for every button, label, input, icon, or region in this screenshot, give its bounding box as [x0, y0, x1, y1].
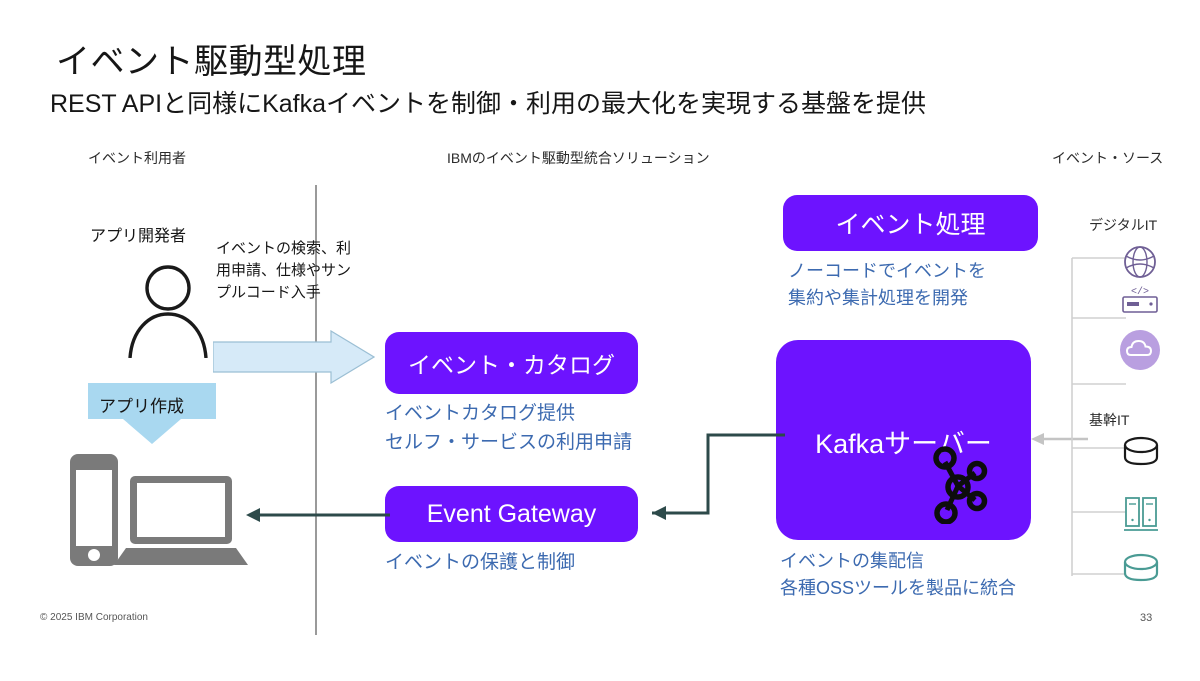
event-gateway-caption-line1: イベントの保護と制御 — [385, 552, 576, 573]
event-processing-label: イベント処理 — [835, 211, 986, 239]
connector-kafka-to-gateway — [652, 433, 785, 520]
event-catalog-label: イベント・カタログ — [408, 352, 615, 378]
event-catalog-caption: イベントカタログ提供 セルフ・サービスの利用申請 — [385, 400, 632, 457]
flow-caption-line2: 用申請、仕様やサン — [216, 261, 352, 279]
kafka-caption-line1: イベントの集配信 — [780, 551, 924, 571]
event-catalog-caption-line2: セルフ・サービスの利用申請 — [385, 431, 633, 453]
database-teal-icon — [1123, 553, 1159, 582]
column-divider — [315, 185, 317, 635]
event-processing-caption-line1: ノーコードでイベントを — [788, 261, 986, 281]
flow-caption: イベントの検索、利 用申請、仕様やサン プルコード入手 — [216, 238, 388, 303]
svg-text:</>: </> — [1131, 286, 1149, 298]
flow-caption-line1: イベントの検索、利 — [216, 240, 352, 257]
page-subtitle: REST APIと同様にKafkaイベントを制御・利用の最大化を実現する基盤を提… — [50, 90, 927, 118]
flow-caption-line3: プルコード入手 — [216, 283, 321, 301]
event-processing-box[interactable]: イベント処理 — [783, 195, 1038, 251]
event-catalog-box[interactable]: イベント・カタログ — [385, 332, 638, 394]
kafka-server-box[interactable]: Kafkaサーバー — [776, 340, 1031, 540]
kafka-caption-line2: 各種OSSツールを製品に統合 — [780, 578, 1017, 598]
api-code-icon: </> — [1122, 286, 1158, 313]
column-header-solution: IBMのイベント駆動型統合ソリューション — [447, 150, 710, 166]
arrow-down-create-app — [88, 383, 216, 444]
cloud-icon — [1120, 330, 1160, 370]
kafka-server-label: Kafkaサーバー — [815, 429, 992, 459]
globe-icon — [1124, 246, 1156, 278]
event-processing-caption-line2: 集約や集計処理を開発 — [788, 288, 968, 308]
footer-copyright: © 2025 IBM Corporation — [40, 612, 148, 623]
event-catalog-caption-line1: イベントカタログ提供 — [385, 403, 576, 424]
app-developer-label: アプリ開発者 — [90, 228, 187, 245]
connector-sources-to-kafka — [1031, 433, 1088, 445]
database-icon — [1123, 436, 1159, 466]
person-icon — [128, 265, 208, 358]
source-tree-lines — [1071, 257, 1126, 576]
arrow-right-to-catalog — [213, 330, 375, 384]
devices-icon — [70, 454, 248, 566]
kafka-server-caption: イベントの集配信 各種OSSツールを製品に統合 — [780, 548, 1016, 602]
server-rack-icon — [1124, 497, 1158, 531]
event-gateway-label: Event Gateway — [426, 499, 597, 528]
page-title: イベント駆動型処理 — [56, 43, 367, 81]
column-header-consumer: イベント利用者 — [88, 150, 186, 166]
event-gateway-box[interactable]: Event Gateway — [385, 486, 638, 542]
event-gateway-caption: イベントの保護と制御 — [385, 549, 575, 578]
connector-gateway-to-devices — [246, 508, 390, 522]
footer-page-number: 33 — [1140, 612, 1153, 624]
source-group-core-it: 基幹IT — [1089, 412, 1130, 428]
create-app-label: アプリ作成 — [99, 397, 184, 416]
event-processing-caption: ノーコードでイベントを 集約や集計処理を開発 — [788, 258, 986, 312]
source-group-digital-it: デジタルIT — [1089, 217, 1158, 233]
kafka-logo-icon — [933, 446, 988, 524]
column-header-source: イベント・ソース — [1052, 150, 1164, 166]
